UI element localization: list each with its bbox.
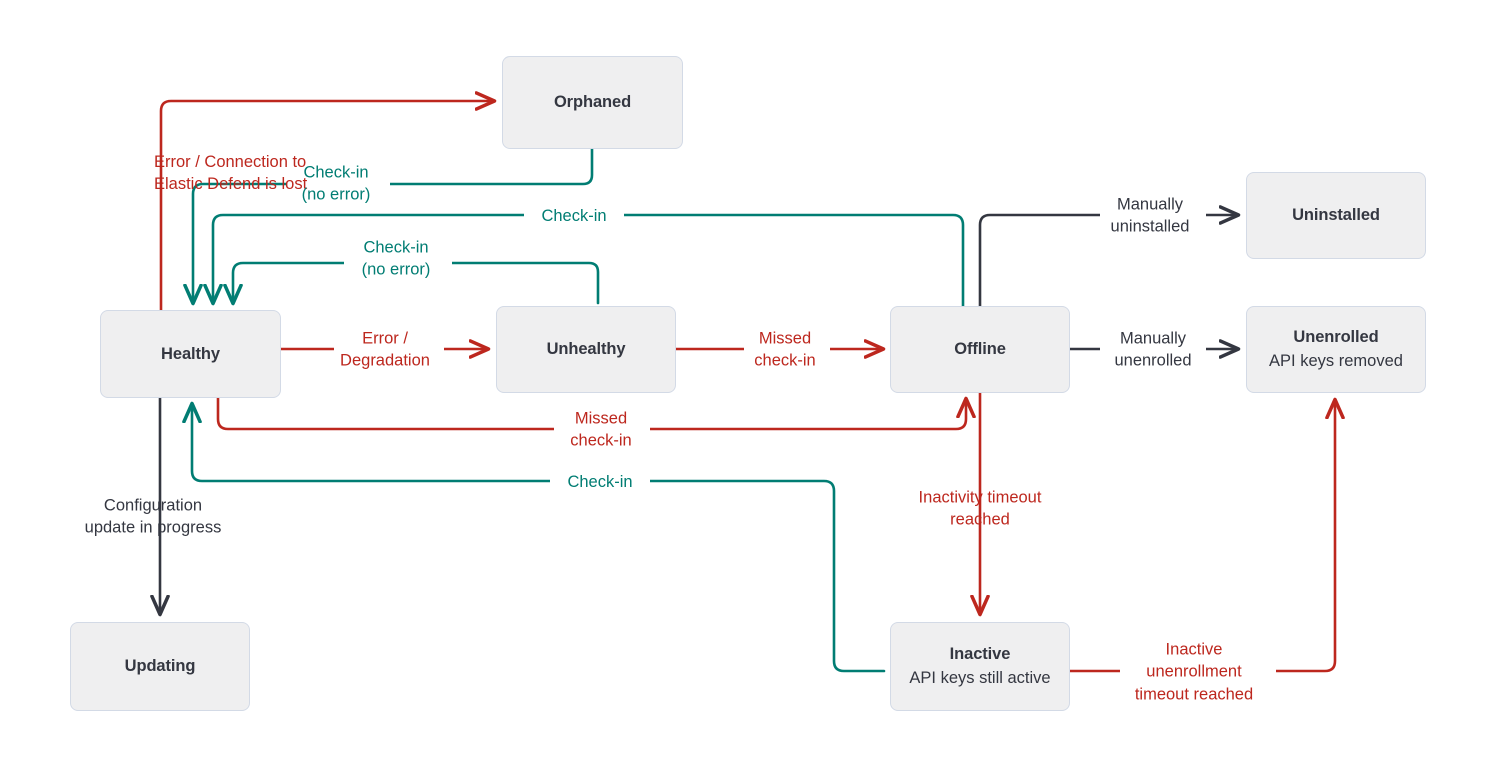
node-unhealthy-title: Unhealthy	[546, 340, 626, 359]
node-uninstalled[interactable]: Uninstalled	[1246, 172, 1426, 259]
node-healthy[interactable]: Healthy	[100, 310, 281, 398]
node-unenrolled-subtitle: API keys removed	[1269, 351, 1403, 370]
node-unenrolled-title: Unenrolled	[1293, 327, 1379, 346]
node-unhealthy[interactable]: Unhealthy	[496, 306, 676, 393]
node-healthy-title: Healthy	[161, 344, 220, 363]
wire-offline-to-uninstalled	[978, 215, 1238, 309]
node-updating[interactable]: Updating	[70, 622, 250, 711]
node-offline[interactable]: Offline	[890, 306, 1070, 393]
wire-orphaned-to-healthy	[193, 147, 594, 303]
node-inactive-subtitle: API keys still active	[909, 668, 1051, 687]
node-offline-title: Offline	[954, 340, 1006, 359]
wire-healthy-to-orphaned	[159, 101, 494, 314]
wire-inactive-to-unenrolled	[1068, 400, 1335, 673]
wire-offline-to-healthy	[213, 213, 965, 309]
node-inactive[interactable]: Inactive API keys still active	[890, 622, 1070, 711]
wire-inactive-to-healthy	[192, 404, 886, 673]
node-updating-title: Updating	[124, 657, 196, 676]
node-orphaned[interactable]: Orphaned	[502, 56, 683, 149]
node-uninstalled-title: Uninstalled	[1292, 206, 1380, 225]
node-orphaned-title: Orphaned	[553, 93, 632, 112]
label-gap-masks	[286, 162, 1276, 702]
node-inactive-title: Inactive	[949, 644, 1011, 663]
node-unenrolled[interactable]: Unenrolled API keys removed	[1246, 306, 1426, 393]
